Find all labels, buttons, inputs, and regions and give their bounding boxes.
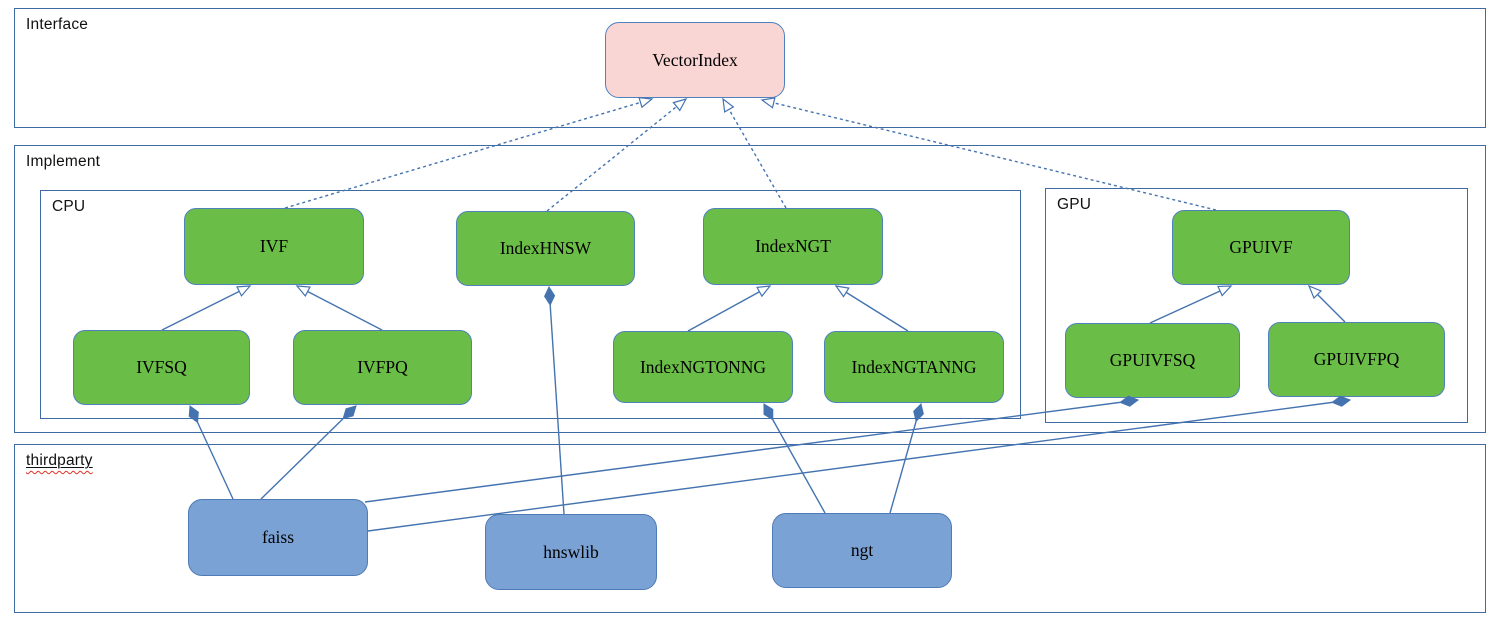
node-hnswlib-label: hnswlib xyxy=(543,541,599,562)
node-ivfsq[interactable]: IVFSQ xyxy=(73,330,250,405)
node-ivf-label: IVF xyxy=(259,236,289,256)
node-ivfpq[interactable]: IVFPQ xyxy=(293,330,472,405)
node-ngt-label: ngt xyxy=(850,540,874,560)
node-vectorindex[interactable]: VectorIndex xyxy=(605,22,785,98)
node-hnswlib[interactable]: hnswlib xyxy=(485,514,657,590)
node-ivfpq-label: IVFPQ xyxy=(357,357,408,377)
container-label-thirdparty: thirdparty xyxy=(26,452,93,470)
node-faiss[interactable]: faiss xyxy=(188,499,368,576)
node-indexngt-label: IndexNGT xyxy=(755,236,831,256)
node-indexngtanng-label: IndexNGTANNG xyxy=(851,356,977,377)
node-gpuivfsq-label: GPUIVFSQ xyxy=(1109,350,1196,370)
node-gpuivfpq[interactable]: GPUIVFPQ xyxy=(1268,322,1445,397)
node-gpuivfsq[interactable]: GPUIVFSQ xyxy=(1065,323,1240,398)
node-indexhnsw[interactable]: IndexHNSW xyxy=(456,211,635,286)
node-indexngtonng-label: IndexNGTONNG xyxy=(639,356,767,377)
node-gpuivf-label: GPUIVF xyxy=(1229,237,1293,257)
container-label-gpu: GPU xyxy=(1057,196,1092,213)
container-label-implement: Implement xyxy=(26,153,101,170)
node-indexngt[interactable]: IndexNGT xyxy=(703,208,883,285)
node-faiss-label: faiss xyxy=(261,527,295,547)
node-ivfsq-label: IVFSQ xyxy=(136,357,187,377)
node-indexngtonng[interactable]: IndexNGTONNG xyxy=(613,331,793,403)
node-vectorindex-label: VectorIndex xyxy=(652,49,738,70)
node-indexhnsw-label: IndexHNSW xyxy=(499,238,592,258)
node-ngt[interactable]: ngt xyxy=(772,513,952,588)
container-label-interface: Interface xyxy=(26,16,89,33)
container-label-cpu: CPU xyxy=(52,198,86,215)
node-gpuivf[interactable]: GPUIVF xyxy=(1172,210,1350,285)
node-indexngtanng[interactable]: IndexNGTANNG xyxy=(824,331,1004,403)
container-label-thirdparty-text: thirdparty xyxy=(26,452,93,469)
node-gpuivfpq-label: GPUIVFPQ xyxy=(1313,349,1400,369)
node-ivf[interactable]: IVF xyxy=(184,208,364,285)
